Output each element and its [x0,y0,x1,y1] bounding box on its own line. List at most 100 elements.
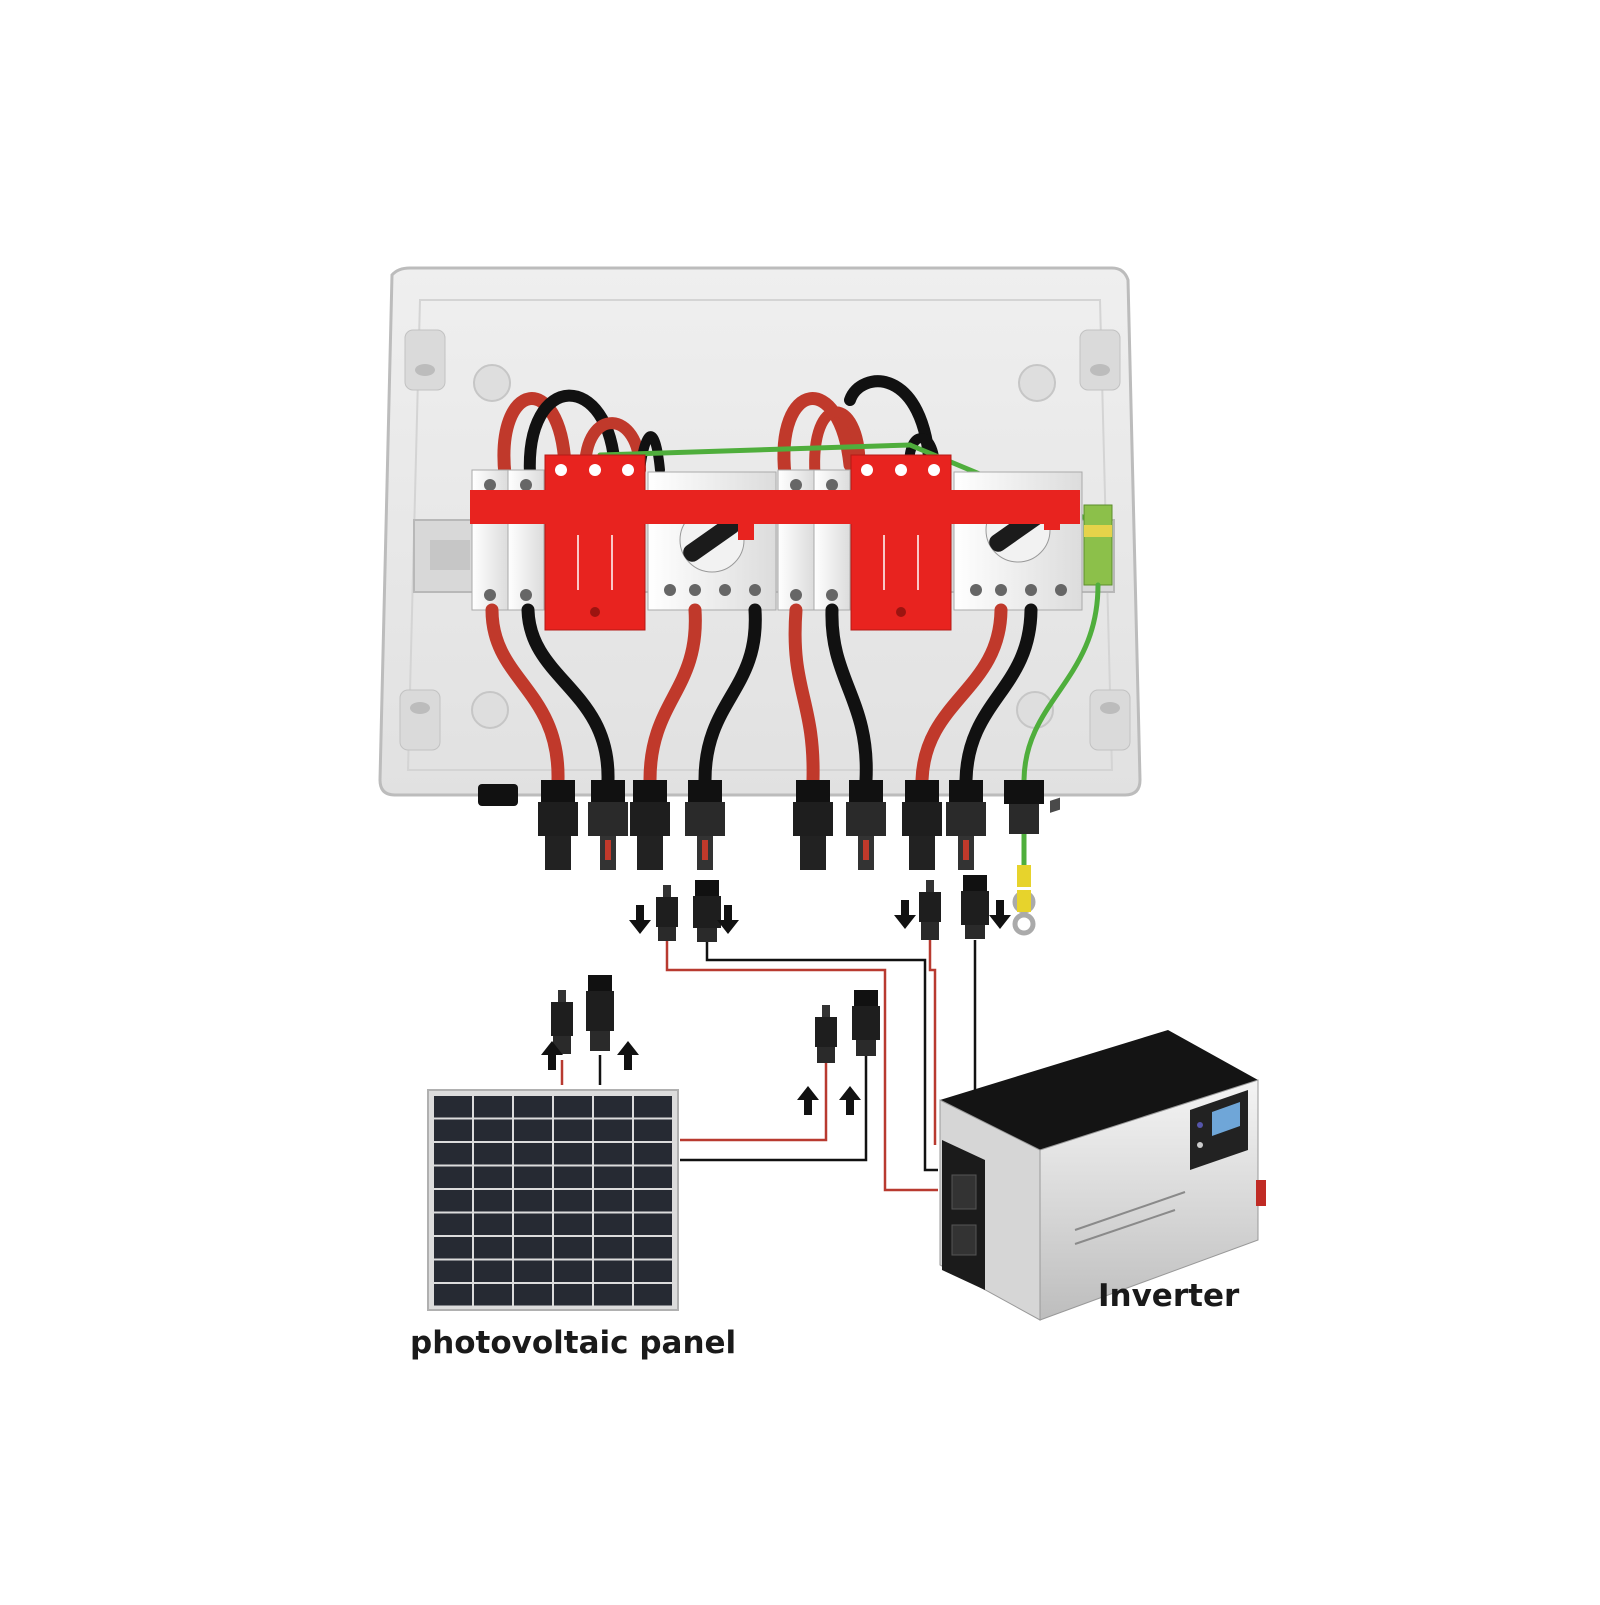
solar-cell [474,1237,512,1259]
solar-cell [554,1260,592,1282]
solar-cell [474,1284,512,1306]
inverter-vent-blocks [1050,797,1060,813]
solar-cell [514,1096,552,1118]
solar-cell [434,1143,472,1165]
inverter-side-switch [951,1174,977,1210]
solar-cell [514,1284,552,1306]
mc4-connector-icon [538,780,578,870]
box-connectors [538,780,1044,914]
inverter-button [1197,1122,1203,1128]
solar-cell [474,1260,512,1282]
solar-cell [554,1190,592,1212]
mc4-connector-icon [588,780,628,870]
solar-cell [594,1237,632,1259]
surge-protector [850,454,952,631]
mc4-connector-icon [919,880,941,940]
mc4-connector-icon [656,885,678,941]
corner-post [399,689,441,751]
inverter-side-socket [951,1224,977,1256]
solar-cell [594,1119,632,1141]
solar-cell [554,1237,592,1259]
solar-cell [514,1237,552,1259]
photovoltaic-panel-label: photovoltaic panel [410,1325,737,1361]
solar-cell [634,1237,672,1259]
solar-cell [594,1166,632,1188]
solar-cell [514,1260,552,1282]
solar-cell [554,1213,592,1235]
solar-cell [434,1166,472,1188]
inverter-power-switch [1256,1180,1266,1206]
busbar-band [470,490,1080,524]
corner-post [404,329,446,391]
up-arrow-icon [541,1041,563,1070]
mc4-connector-icon [793,780,833,870]
up-arrow-icon [839,1086,861,1115]
down-arrow-icon [989,900,1011,929]
down-arrow-icon [717,905,739,934]
solar-cell [594,1096,632,1118]
solar-cell [634,1190,672,1212]
solar-cell [594,1284,632,1306]
solar-cell [554,1096,592,1118]
mc4-connector-icon [852,990,880,1056]
solar-cell [594,1213,632,1235]
bottom-wires [485,582,1101,787]
solar-cell [514,1143,552,1165]
solar-cell [434,1096,472,1118]
solar-cell [434,1190,472,1212]
panel-cells [434,1096,672,1306]
up-arrow-icon [617,1041,639,1070]
down-arrow-icon [629,905,651,934]
right-device-group [777,454,1113,631]
inverter-unit [939,797,1266,1321]
solar-cell [594,1190,632,1212]
mounting-boss [473,364,511,402]
solar-cell [474,1143,512,1165]
mc4-connector-icon [846,780,886,870]
surge-protector [544,454,646,631]
mc4-connector-icon [902,780,942,870]
solar-cell [474,1166,512,1188]
solar-cell [434,1237,472,1259]
mc4-connector-icon [961,875,989,939]
box-inner-wall [406,299,1114,771]
down-arrow-icon [894,900,916,929]
loose-connectors [551,875,1036,1063]
combiner-box [378,266,1142,806]
inverter-side-panel [942,1140,985,1290]
solar-cell [434,1260,472,1282]
solar-cell [634,1284,672,1306]
mc4-connector-icon [685,780,725,870]
solar-cell [514,1213,552,1235]
cable-gland [478,784,518,806]
solar-cell [514,1166,552,1188]
solar-cell [474,1096,512,1118]
solar-cell [434,1284,472,1306]
mc4-connector-icon [815,1005,837,1063]
solar-cell [594,1260,632,1282]
solar-cell [554,1166,592,1188]
solar-cell [634,1260,672,1282]
diagram-wires [560,940,977,1192]
inverter-label-area [1074,1191,1186,1245]
up-arrow-icon [797,1086,819,1115]
inverter-button [1197,1142,1203,1148]
inverter-top [940,1030,1258,1150]
mounting-boss [471,691,509,729]
corner-post [1089,689,1131,751]
solar-cell [474,1213,512,1235]
solar-cell [434,1119,472,1141]
solar-cell [514,1119,552,1141]
solar-cell [554,1284,592,1306]
left-device-group [471,454,777,631]
mc4-connector-icon [946,780,986,870]
mc4-connector-icon [693,880,721,942]
solar-cell [434,1213,472,1235]
solar-cell [634,1096,672,1118]
solar-cell [594,1143,632,1165]
din-rail-slot [430,540,470,570]
solar-cell [554,1119,592,1141]
solar-cell [634,1166,672,1188]
